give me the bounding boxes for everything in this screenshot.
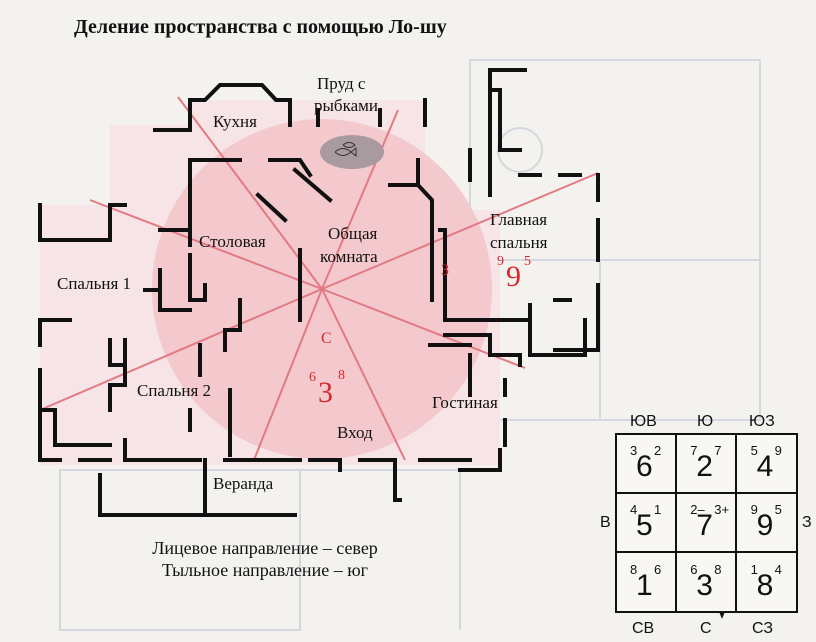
luoshu-cell-2-main-star: 2 (696, 450, 713, 483)
dining-label: Столовая (199, 232, 266, 251)
common-room-label-line1: Общая (328, 224, 378, 243)
walls (38, 68, 600, 517)
grid-bottom-label-n: С (700, 620, 712, 637)
grid-bottom-label-ne: СВ (632, 620, 655, 637)
luoshu-cell-5-left-star: 2– (690, 502, 705, 518)
common-room-label-line2: комната (320, 247, 378, 266)
luoshu-cell-1-left-star: 3 (630, 443, 638, 458)
bedroom1-label: Спальня 1 (57, 274, 132, 293)
luoshu-cell-3-left-star: 5 (750, 443, 758, 458)
luoshu-cell-1-right-star: 2 (654, 443, 662, 458)
luoshu-cell-9-right-star: 4 (774, 561, 782, 577)
luoshu-cell-4-right-star: 1 (654, 502, 662, 518)
luoshu-cell-4-main-star: 5 (636, 509, 653, 543)
luoshu-cell-8-left-star: 6 (690, 561, 698, 577)
pond (320, 135, 384, 169)
grid-top-label-se: ЮВ (630, 413, 657, 430)
west-direction-mark: З (441, 262, 450, 279)
center-star-right: 8 (338, 368, 345, 383)
luoshu-cell-8-right-star: 8 (714, 561, 722, 577)
living-room-label: Гостиная (432, 393, 498, 412)
luoshu-cell-4-left-star: 4 (630, 502, 638, 518)
grid-top-label-s: Ю (697, 413, 714, 430)
master-star-big: 9 (506, 260, 521, 293)
master-bedroom-label-line1: Главная (490, 210, 548, 229)
veranda-label: Веранда (213, 474, 274, 493)
master-star-right: 5 (524, 254, 531, 269)
bedroom2-label: Спальня 2 (137, 381, 212, 400)
luoshu-cell-5-main-star: 7 (696, 509, 713, 543)
grid-bottom-label-nw: СЗ (752, 620, 774, 637)
luoshu-cell-7-left-star: 8 (630, 561, 638, 577)
master-star-left: 9 (497, 254, 504, 269)
kitchen-label: Кухня (213, 112, 257, 131)
grid-top-label-sw: ЮЗ (749, 413, 775, 430)
center-star-left: 6 (309, 370, 316, 385)
back-direction-caption: Тыльное направление – юг (161, 560, 369, 580)
luoshu-cell-3-main-star: 4 (756, 450, 774, 483)
luoshu-grid-lines (615, 433, 798, 613)
luoshu-cell-7-right-star: 6 (654, 561, 662, 577)
luoshu-cell-9-main-star: 8 (756, 568, 774, 602)
front-direction-caption: Лицевое направление – север (152, 538, 378, 558)
luoshu-cell-2-right-star: 7 (714, 443, 722, 458)
luoshu-cell-9-left-star: 1 (750, 561, 758, 577)
diagram-title: Деление пространства с помощью Ло-шу (74, 16, 447, 38)
luoshu-cell-7-main-star: 1 (636, 568, 653, 602)
center-star-big: 3 (318, 376, 333, 409)
luoshu-cell-2-left-star: 7 (690, 443, 698, 458)
luoshu-cell-3-right-star: 9 (774, 443, 782, 458)
entrance-label: Вход (337, 423, 373, 442)
master-bedroom-label-line2: спальня (490, 233, 548, 252)
pond-label-line2: рыбками (314, 96, 378, 115)
luoshu-cell-8-main-star: 3 (696, 568, 713, 602)
grid-right-label-w: З (802, 514, 812, 531)
pond-label-line1: Пруд с (317, 74, 366, 93)
grid-left-label-e: В (600, 514, 611, 531)
luoshu-cell-6-right-star: 5 (774, 502, 782, 518)
luoshu-cell-6-main-star: 9 (756, 509, 774, 543)
luoshu-cell-6-left-star: 9 (750, 502, 758, 518)
luoshu-cell-5-right-star: 3+ (714, 502, 730, 518)
sector-rays (39, 96, 599, 461)
north-direction-mark: С (321, 330, 332, 347)
luoshu-cell-1-main-star: 6 (636, 450, 653, 483)
